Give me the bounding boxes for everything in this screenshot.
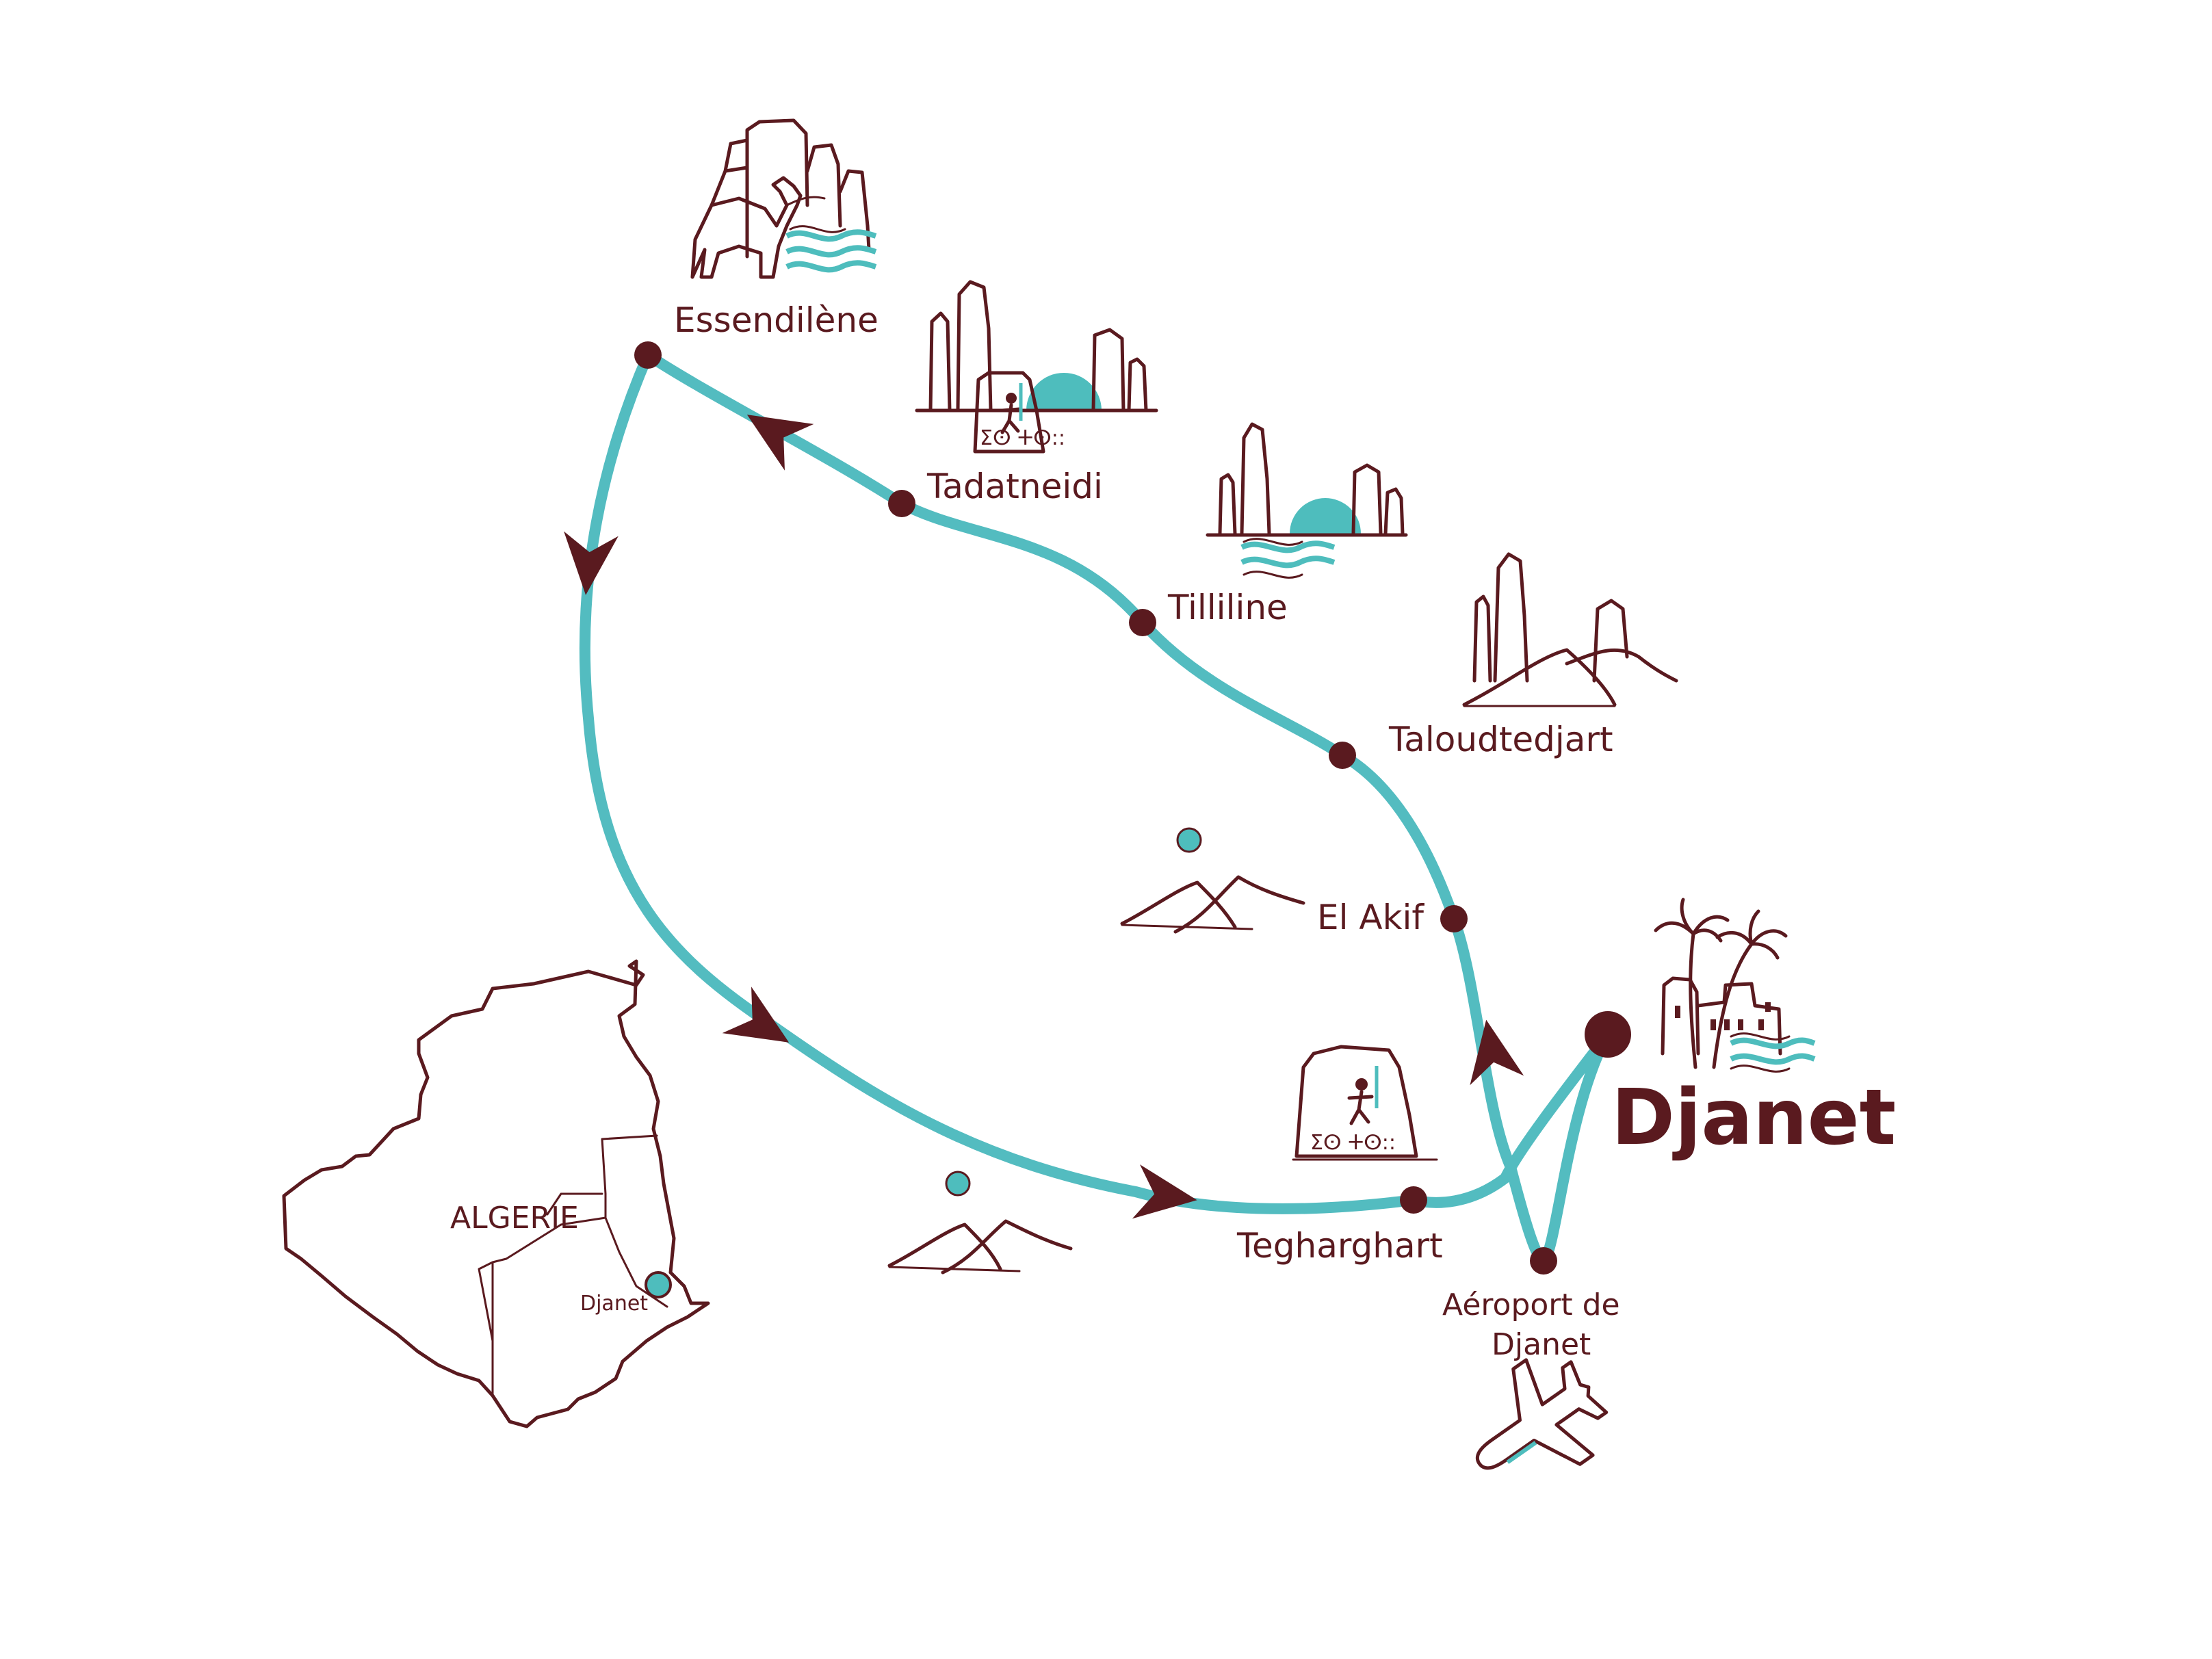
label-tadatneidi: Tadatneidi [926,467,1103,506]
stop-marker-tilliline [1129,609,1156,636]
petroglyph-text: ⵉⵙ ⵜⵙ:: [980,426,1065,450]
stick-figure-icon [1000,383,1023,434]
label-aeroport-line2: Djanet [1492,1327,1591,1362]
algeria-inset-map: ALGERIE Djanet [282,959,710,1428]
direction-arrow [722,987,790,1043]
direction-arrow [1132,1164,1197,1219]
stop-marker-tadatneidi [888,490,915,517]
camel-rock-icon [690,118,877,279]
inset-country-label: ALGERIE [450,1201,579,1236]
algeria-outline [282,959,710,1428]
label-djanet: Djanet [1611,1073,1896,1162]
label-tilliline: Tilliline [1167,588,1288,627]
label-taloudtedjart: Taloudtedjart [1388,720,1613,759]
label-el-akif: El Akif [1317,898,1424,937]
rock-engraving-icon: ⵉⵙ ⵜⵙ:: [1292,1045,1438,1161]
label-tegharghart: Tegharghart [1236,1226,1443,1266]
direction-arrow [564,531,619,595]
rock-pillars-icon [1206,422,1408,579]
stop-marker-djanet [1585,1011,1631,1058]
palm-village-icon [1654,898,1816,1073]
label-essendilene: Essendilène [674,300,879,340]
airplane-icon [1475,1358,1609,1470]
dune-icon [887,1171,1073,1275]
inset-city-label: Djanet [580,1292,648,1316]
label-aeroport-line1: Aéroport de [1442,1288,1620,1322]
rock-engraving-icon: ⵉⵙ ⵜⵙ:: [915,280,1158,454]
stop-marker-el-akif [1440,905,1468,932]
palm-tree-icon [1654,898,1788,1069]
water-waves-icon [785,225,877,273]
stop-marker-taloudtedjart [1329,742,1356,769]
direction-arrow [1470,1019,1524,1086]
rock-dune-icon [1462,552,1678,707]
stop-marker-aeroport [1530,1247,1557,1275]
stop-marker-essendilene [634,341,662,369]
direction-arrow [746,415,814,471]
region-borders [478,1134,668,1397]
stop-marker-tegharghart [1400,1186,1427,1214]
inset-djanet-marker [645,1271,672,1298]
petroglyph-text: ⵉⵙ ⵜⵙ:: [1310,1131,1396,1155]
dune-icon [1120,827,1305,934]
